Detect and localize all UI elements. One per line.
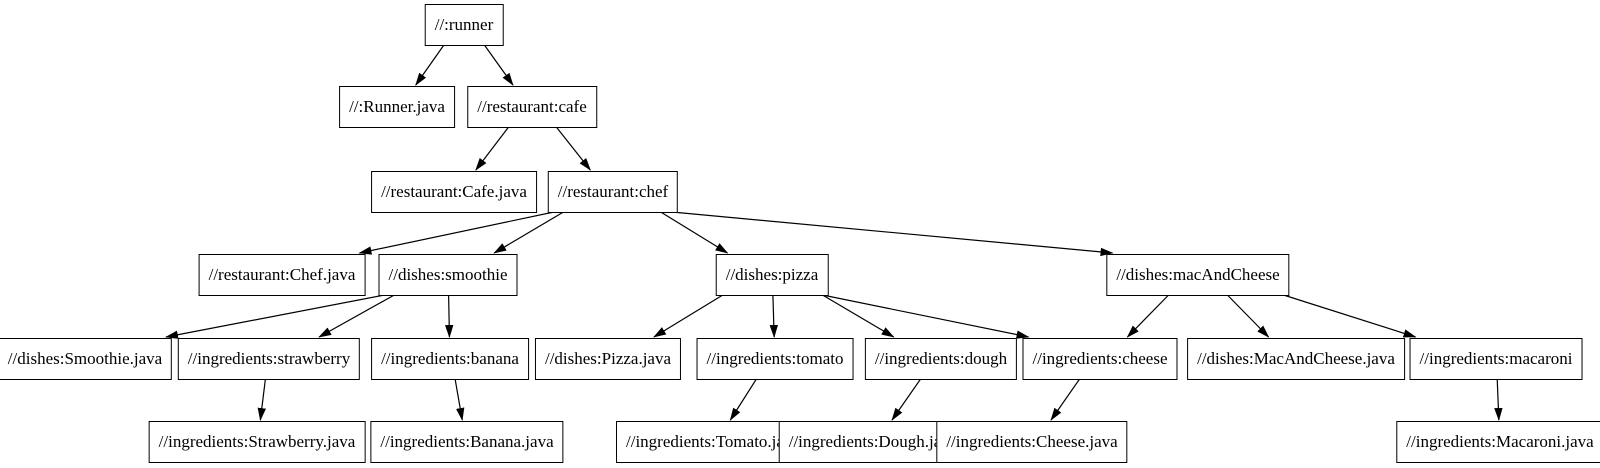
edge-smoothie-to-smoothie-java <box>165 294 385 339</box>
node-banana: //ingredients:banana <box>371 338 529 380</box>
edge-mac-and-cheese-to-mac-and-cheese-java <box>1226 294 1270 338</box>
node-tomato: //ingredients:tomato <box>696 338 854 380</box>
edge-banana-to-banana-java <box>454 378 465 421</box>
node-tomato-java: //ingredients:Tomato.java <box>616 421 810 463</box>
node-pizza: //dishes:pizza <box>715 254 829 296</box>
edge-runner-to-cafe <box>483 44 514 86</box>
node-strawberry: //ingredients:strawberry <box>177 338 361 380</box>
edge-dough-to-dough-java <box>891 378 922 421</box>
edge-chef-to-pizza <box>660 211 729 254</box>
node-cafe: //restaurant:cafe <box>467 86 597 128</box>
node-dough: //ingredients:dough <box>864 338 1018 380</box>
node-runner-java: //:Runner.java <box>339 86 455 128</box>
node-cafe-java: //restaurant:Cafe.java <box>371 171 537 213</box>
edge-lines <box>165 44 1503 421</box>
edge-cheese-to-cheese-java <box>1050 378 1081 421</box>
edge-macaroni-to-macaroni-java <box>1494 378 1503 421</box>
edge-chef-to-mac-and-cheese <box>671 211 1114 257</box>
edge-cafe-to-chef <box>555 126 591 171</box>
node-mac-and-cheese: //dishes:macAndCheese <box>1106 254 1290 296</box>
node-smoothie-java: //dishes:Smoothie.java <box>0 338 173 380</box>
edge-pizza-to-pizza-java <box>653 294 724 338</box>
edge-pizza-to-cheese <box>822 294 1030 339</box>
edge-runner-to-runner-java <box>415 44 445 86</box>
node-smoothie: //dishes:smoothie <box>378 254 518 296</box>
node-cheese: //ingredients:cheese <box>1022 338 1178 380</box>
node-banana-java: //ingredients:Banana.java <box>370 421 564 463</box>
node-chef: //restaurant:chef <box>547 171 679 213</box>
node-dough-java: //ingredients:Dough.java <box>778 421 968 463</box>
node-macaroni: //ingredients:macaroni <box>1409 338 1583 380</box>
node-chef-java: //restaurant:Chef.java <box>198 254 366 296</box>
node-macaroni-java: //ingredients:Macaroni.java <box>1396 421 1600 463</box>
node-mac-and-cheese-java: //dishes:MacAndCheese.java <box>1187 338 1405 380</box>
edge-mac-and-cheese-to-cheese <box>1126 294 1170 338</box>
edge-mac-and-cheese-to-macaroni <box>1283 294 1417 338</box>
edge-smoothie-to-strawberry <box>318 294 395 338</box>
edge-chef-to-chef-java <box>358 211 555 255</box>
node-runner: //:runner <box>424 4 504 46</box>
edge-pizza-to-dough <box>822 294 895 338</box>
edge-pizza-to-tomato <box>769 294 778 338</box>
node-strawberry-java: //ingredients:Strawberry.java <box>148 421 366 463</box>
node-pizza-java: //dishes:Pizza.java <box>534 338 682 380</box>
edge-cafe-to-cafe-java <box>475 126 510 171</box>
edge-strawberry-to-strawberry-java <box>257 378 266 421</box>
edge-tomato-to-tomato-java <box>729 378 757 421</box>
edge-chef-to-smoothie <box>493 211 564 254</box>
node-cheese-java: //ingredients:Cheese.java <box>936 421 1128 463</box>
edge-smoothie-to-banana <box>445 294 454 338</box>
